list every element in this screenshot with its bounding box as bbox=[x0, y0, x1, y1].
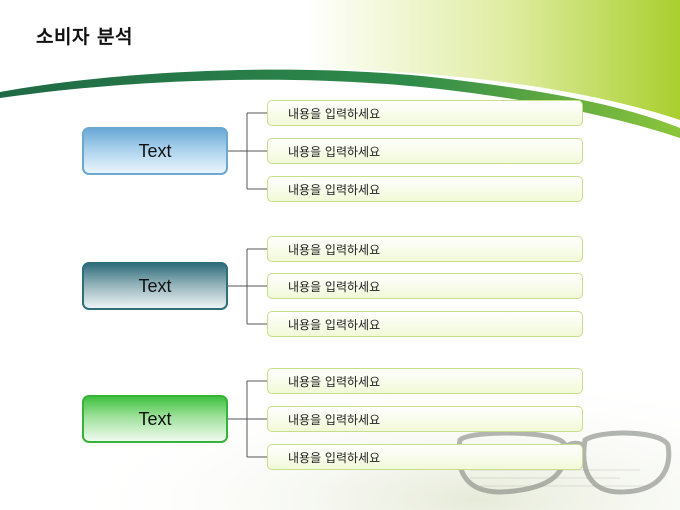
content-box: 내용을 입력하세요 bbox=[267, 176, 583, 202]
content-box: 내용을 입력하세요 bbox=[267, 406, 583, 432]
content-box: 내용을 입력하세요 bbox=[267, 138, 583, 164]
connector-group-3 bbox=[228, 380, 267, 458]
content-box: 내용을 입력하세요 bbox=[267, 311, 583, 337]
connector-group-2 bbox=[228, 248, 267, 325]
category-node-2: Text bbox=[82, 262, 228, 310]
category-node-3: Text bbox=[82, 395, 228, 443]
content-box: 내용을 입력하세요 bbox=[267, 444, 583, 470]
content-box: 내용을 입력하세요 bbox=[267, 236, 583, 262]
content-box: 내용을 입력하세요 bbox=[267, 100, 583, 126]
content-box: 내용을 입력하세요 bbox=[267, 273, 583, 299]
content-box: 내용을 입력하세요 bbox=[267, 368, 583, 394]
connector-group-1 bbox=[228, 112, 267, 190]
slide-title: 소비자 분석 bbox=[36, 26, 134, 48]
category-node-1: Text bbox=[82, 127, 228, 175]
